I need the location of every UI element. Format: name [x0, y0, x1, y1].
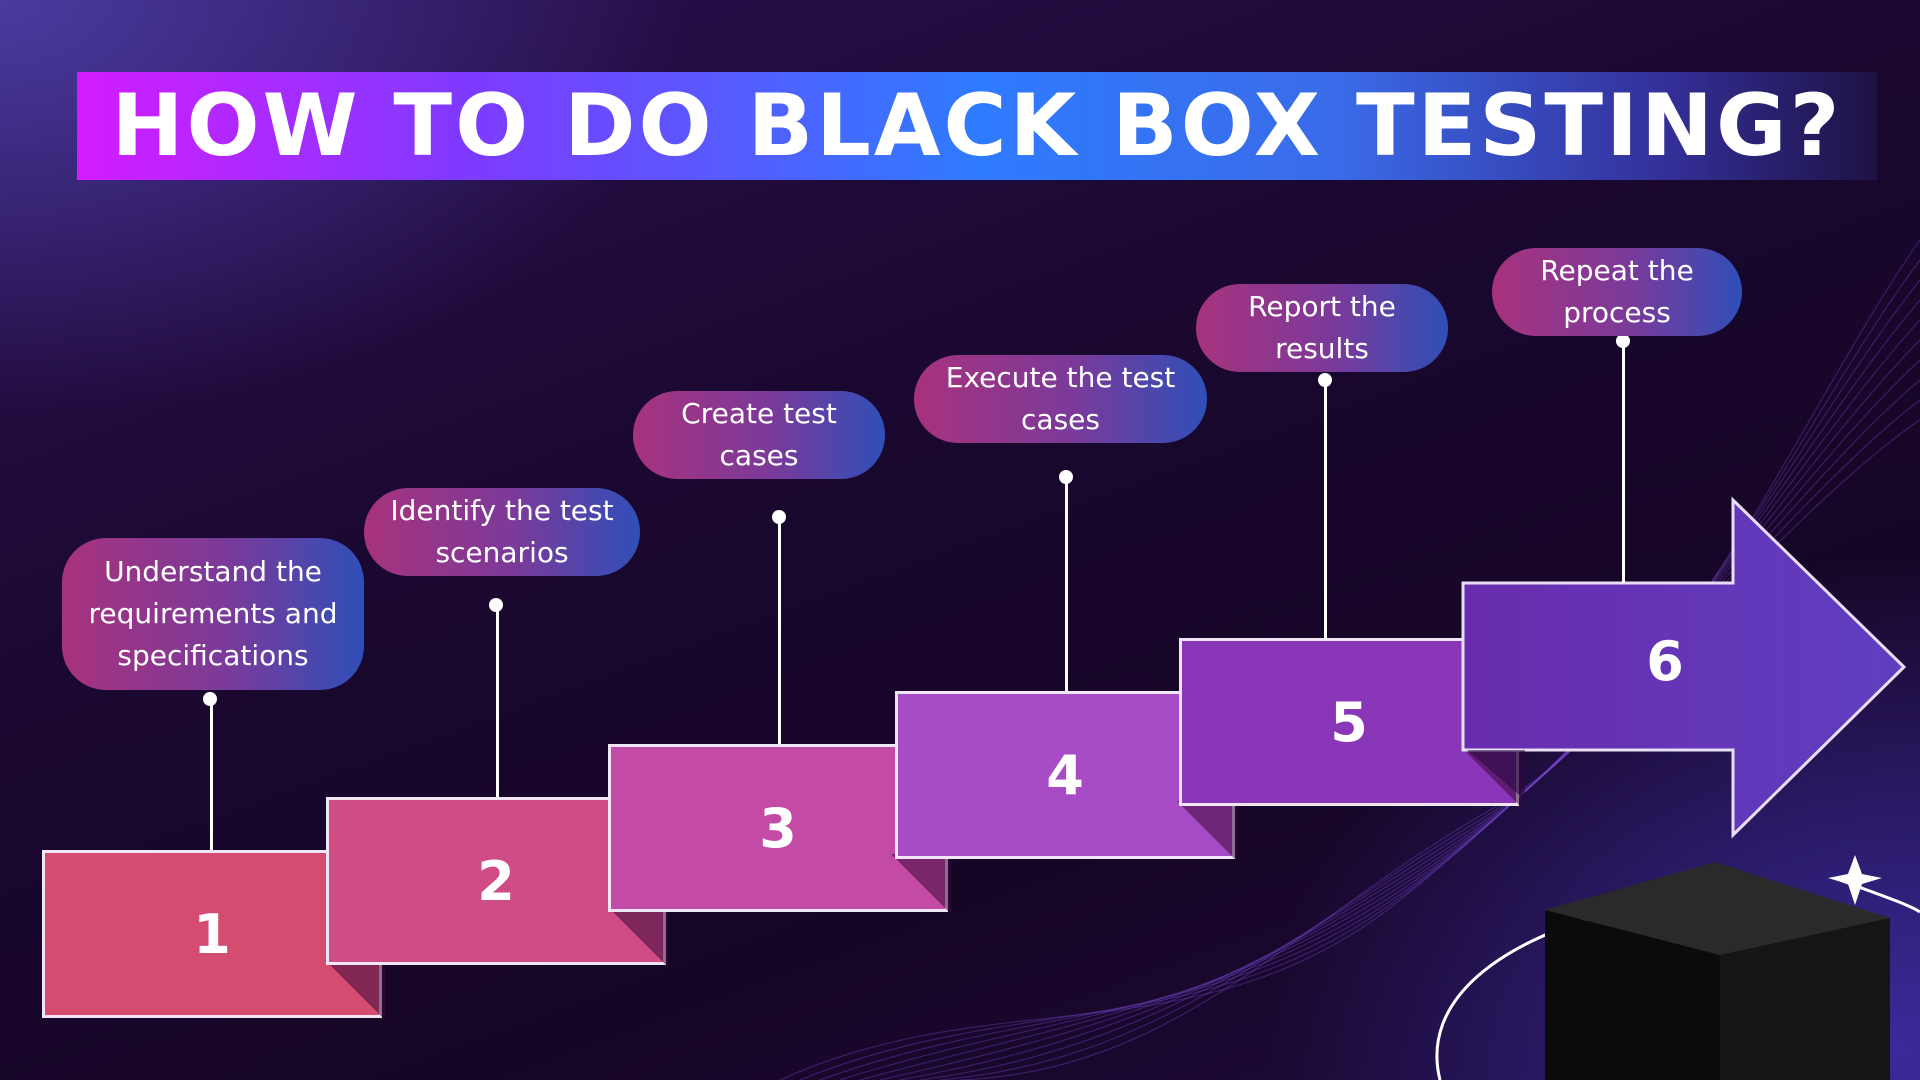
step-4-connector	[1065, 478, 1068, 691]
step-6-bubble: Repeat the process	[1492, 248, 1742, 336]
step-4-box: 4	[895, 691, 1235, 859]
step-6-number: 6	[1646, 630, 1684, 693]
step-3-bubble: Create test cases	[633, 391, 885, 479]
step-2-number: 2	[477, 849, 515, 913]
page-title: HOW TO DO BLACK BOX TESTING?	[111, 76, 1843, 176]
step-6-arrow	[1461, 496, 1907, 839]
wave-lines	[779, 239, 1920, 1080]
step-3-number: 3	[759, 796, 797, 860]
sparkle-icon	[1828, 855, 1882, 905]
step-3-dot	[772, 510, 786, 524]
step-5-bubble: Report the results	[1196, 284, 1448, 372]
step-1-dot	[203, 692, 217, 706]
step-4-dot	[1059, 470, 1073, 484]
black-box-cube-icon	[1545, 862, 1890, 1080]
step-1-connector	[210, 698, 213, 850]
title-banner: HOW TO DO BLACK BOX TESTING?	[77, 72, 1877, 180]
step-6-fold	[1467, 750, 1525, 800]
step-1-bubble: Understand the requirements and specific…	[62, 538, 364, 690]
step-2-connector	[496, 604, 499, 797]
step-4-number: 4	[1046, 743, 1084, 807]
step-2-dot	[489, 598, 503, 612]
step-5-number: 5	[1330, 690, 1368, 754]
step-6-connector	[1622, 342, 1625, 583]
step-5-connector	[1324, 381, 1327, 638]
step-1-number: 1	[193, 902, 231, 966]
step-6-dot	[1616, 334, 1630, 348]
step-3-connector	[778, 517, 781, 744]
step-2-bubble: Identify the test scenarios	[364, 488, 640, 576]
step-5-dot	[1318, 373, 1332, 387]
step-4-bubble: Execute the test cases	[914, 355, 1207, 443]
